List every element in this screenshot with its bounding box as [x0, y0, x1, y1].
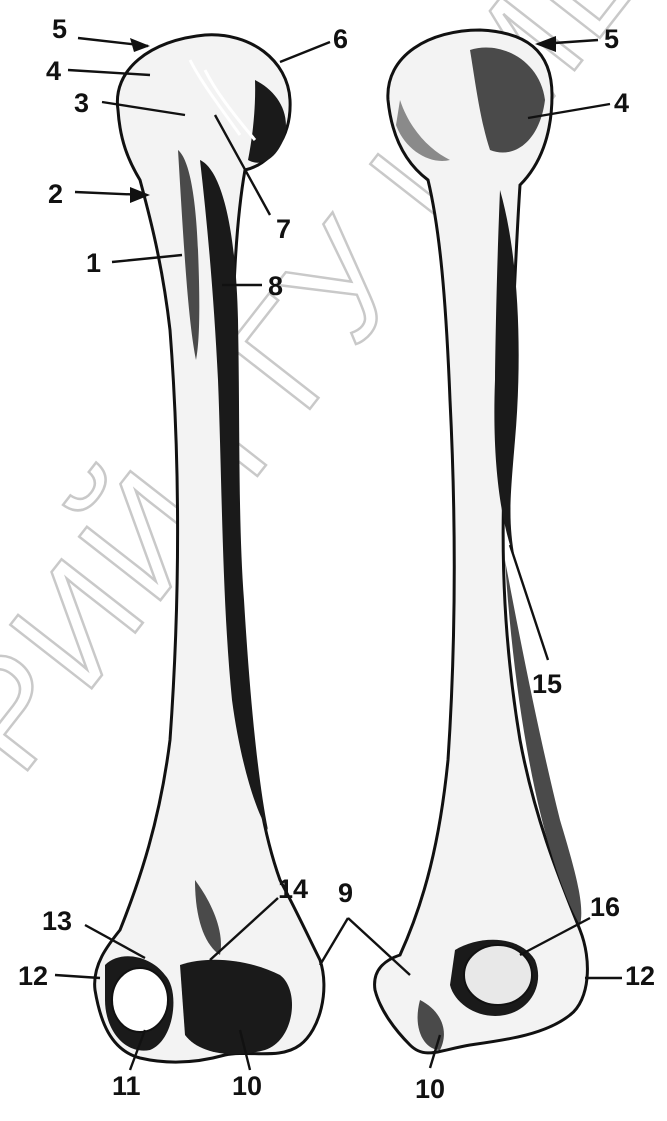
callout-11: 11	[112, 1071, 141, 1101]
callout-13: 13	[42, 906, 72, 936]
callout-14: 14	[278, 874, 308, 904]
callout-1: 1	[86, 248, 101, 278]
callout-9: 9	[338, 878, 353, 908]
callout-10-left: 10	[232, 1071, 262, 1101]
callout-15: 15	[532, 669, 562, 699]
callout-8: 8	[268, 271, 283, 301]
callout-6: 6	[333, 24, 348, 54]
watermark: РИЙ ГГУ ИМЕНИ Ф. С	[0, 0, 667, 800]
left-capitulum	[112, 968, 168, 1032]
left-trochlea-shade	[180, 960, 292, 1054]
callout-3: 3	[74, 88, 89, 118]
callout-7: 7	[276, 214, 291, 244]
watermark-text: РИЙ ГГУ ИМЕНИ Ф. С	[0, 0, 667, 800]
callout-5-right: 5	[604, 24, 619, 54]
callout-16: 16	[590, 892, 620, 922]
callout-12-right: 12	[625, 961, 655, 991]
callout-12-left: 12	[18, 961, 48, 991]
callout-4-right: 4	[614, 88, 629, 118]
callout-2: 2	[48, 179, 63, 209]
callout-4-left: 4	[46, 56, 61, 86]
callout-5-left: 5	[52, 14, 67, 44]
callout-10-right: 10	[415, 1074, 445, 1104]
